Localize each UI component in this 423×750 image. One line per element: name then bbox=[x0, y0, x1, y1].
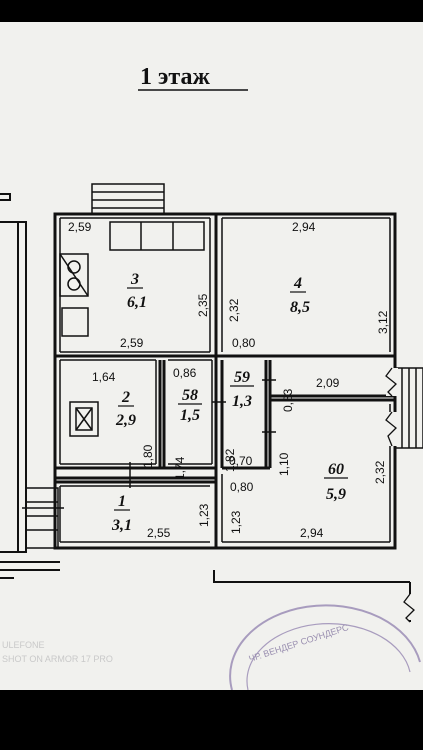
room-3-number: 3 bbox=[130, 271, 139, 288]
dim-r59-right-top: 0,83 bbox=[281, 388, 295, 412]
room-58-area: 1,5 bbox=[180, 407, 200, 424]
room-60-area: 5,9 bbox=[326, 486, 346, 503]
dim-r58-top: 0,86 bbox=[173, 366, 197, 380]
dim-r1-right: 1,23 bbox=[197, 503, 211, 527]
dim-r4-left: 2,32 bbox=[227, 298, 241, 322]
room-4-area: 8,5 bbox=[290, 299, 310, 316]
window-marks bbox=[385, 367, 415, 623]
dim-r4-top: 2,94 bbox=[292, 220, 316, 234]
dim-r59-left: 1,82 bbox=[223, 448, 237, 472]
dim-r3-bottom: 2,59 bbox=[120, 336, 144, 350]
dim-r58-right: 1,74 bbox=[173, 456, 187, 480]
plan-title: 1 этаж bbox=[140, 64, 210, 90]
room-labels: 3 6,1 4 8,5 2 2,9 58 1,5 59 1,3 60 5,9 1… bbox=[111, 271, 348, 534]
dim-r2-top: 1,64 bbox=[92, 370, 116, 384]
stairs-left bbox=[25, 487, 59, 549]
dim-r60-top: 2,09 bbox=[316, 376, 340, 390]
floor-plan: 1 этаж bbox=[0, 64, 423, 690]
room-3-area: 6,1 bbox=[127, 294, 147, 311]
dim-r2-right: 1,80 bbox=[141, 444, 155, 468]
room-1-area: 3,1 bbox=[111, 517, 132, 534]
dim-r1-bottom: 2,55 bbox=[147, 526, 171, 540]
stamp: ЧР. ВЕНДЕР СОУНДЕРС bbox=[229, 604, 421, 690]
stairs-top bbox=[91, 183, 165, 215]
dim-r59-bottom: 0,70 bbox=[229, 454, 253, 468]
watermark-line1: ULEFONE bbox=[2, 640, 45, 650]
stairs-right bbox=[394, 367, 423, 449]
room-2-number: 2 bbox=[121, 389, 130, 406]
dimension-labels: 2,59 2,59 2,35 2,94 2,32 3,12 0,80 1,64 … bbox=[68, 220, 390, 540]
sink-icon bbox=[61, 307, 89, 337]
outer-walls bbox=[0, 193, 411, 622]
room-58-number: 58 bbox=[182, 387, 198, 404]
door-marks bbox=[22, 379, 276, 509]
dim-r59-right: 1,10 bbox=[277, 452, 291, 476]
dim-r60-bottom: 2,94 bbox=[300, 526, 324, 540]
dim-r60-left-top: 0,80 bbox=[230, 480, 254, 494]
watermark-line2: SHOT ON ARMOR 17 PRO bbox=[2, 654, 113, 664]
room-2-area: 2,9 bbox=[115, 412, 136, 429]
stove-icon bbox=[59, 253, 89, 297]
stamp-text: ЧР. ВЕНДЕР СОУНДЕРС bbox=[248, 622, 351, 664]
room-59-area: 1,3 bbox=[232, 393, 252, 410]
room-59-number: 59 bbox=[234, 369, 250, 386]
dim-r4-bottom: 0,80 bbox=[232, 336, 256, 350]
room-1-number: 1 bbox=[118, 493, 126, 510]
room-4-number: 4 bbox=[293, 275, 302, 292]
dim-r3-top: 2,59 bbox=[68, 220, 92, 234]
dim-r3-right: 2,35 bbox=[196, 293, 210, 317]
kitchen-counter bbox=[109, 221, 205, 251]
boiler-icon bbox=[69, 401, 99, 437]
room-60-number: 60 bbox=[328, 461, 344, 478]
dim-r60-right: 2,32 bbox=[373, 460, 387, 484]
dim-r4-right: 3,12 bbox=[376, 310, 390, 334]
dim-r60-left: 1,23 bbox=[229, 510, 243, 534]
